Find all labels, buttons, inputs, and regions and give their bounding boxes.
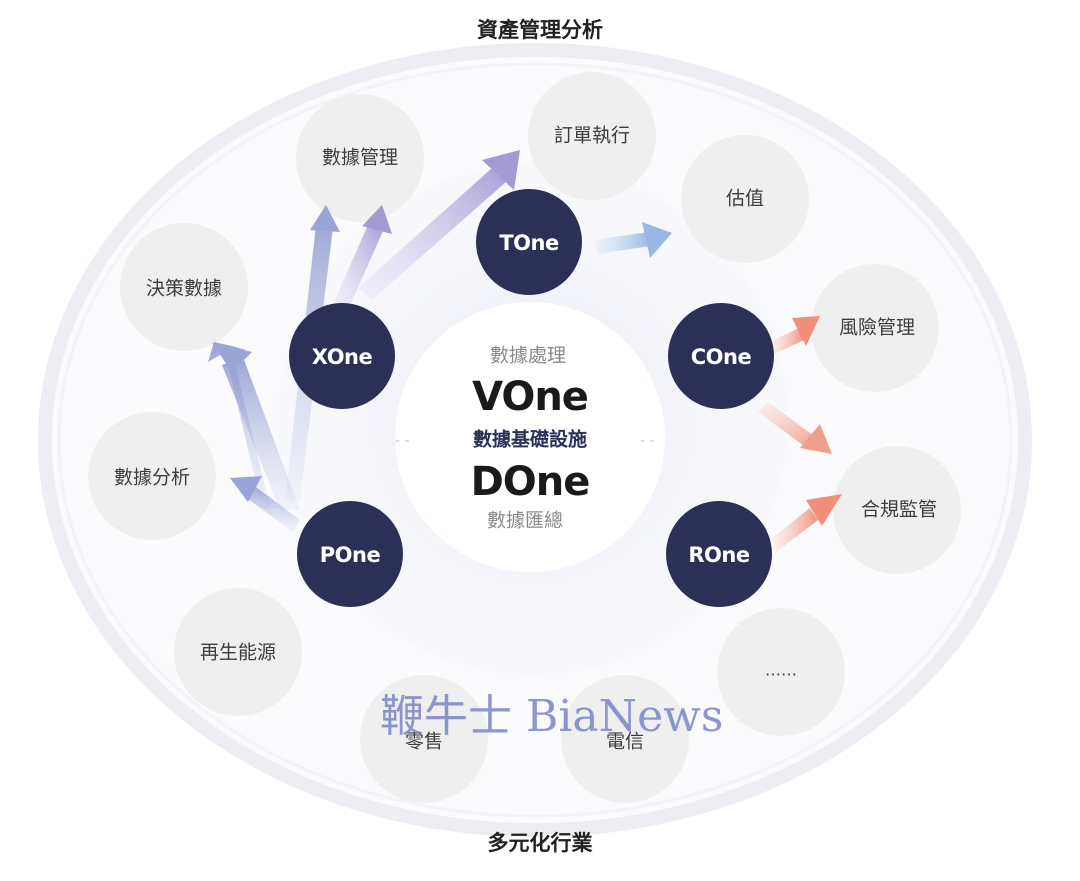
arrow-cone-to-risk-shaft — [770, 328, 804, 354]
arrow-xone-to-mgmt-1-head — [310, 205, 340, 232]
label-renewable-energy: 再生能源 — [199, 641, 277, 664]
label-decision-data: 決策數據 — [145, 277, 223, 300]
label-order-execution: 訂單執行 — [553, 124, 631, 147]
arrow-xone-to-order-shaft — [358, 168, 506, 300]
arrow-cone-to-compliance-shaft — [758, 402, 814, 446]
node-rone-label: ROne — [688, 543, 750, 567]
center-done: DOne — [470, 459, 591, 505]
label-risk-management: 風險管理 — [838, 316, 916, 339]
circle-data-analysis — [88, 412, 216, 540]
arrow-xone-to-mgmt-2-head — [362, 205, 392, 234]
arrow-rone-to-compliance-shaft — [772, 508, 818, 552]
circle-retail — [360, 675, 488, 803]
arrow-pone-to-analysis-head — [230, 476, 262, 502]
label-data-management: 數據管理 — [321, 146, 399, 169]
node-pone-label: POne — [319, 543, 381, 567]
circle-data-management — [296, 94, 424, 222]
arrow-xone-to-mgmt-2-shaft — [333, 225, 383, 310]
arrow-pone-to-decision-shaft — [222, 357, 300, 510]
label-data-analysis: 數據分析 — [113, 466, 191, 489]
center-bottom-sub: 數據匯總 — [486, 509, 564, 532]
node-cone — [668, 303, 774, 409]
label-retail: 零售 — [404, 730, 444, 753]
node-xone — [289, 303, 395, 409]
label-valuation: 估值 — [725, 187, 765, 210]
arrow-cone-to-compliance-head — [800, 424, 832, 454]
center-mid: 數據基礎設施 — [472, 428, 588, 451]
node-cone-label: COne — [690, 345, 752, 369]
label-telecom: 電信 — [605, 730, 645, 753]
node-rone — [666, 501, 772, 607]
node-tone — [476, 189, 582, 295]
node-pone — [297, 501, 403, 607]
label-more: …… — [765, 660, 797, 680]
circle-valuation — [681, 135, 809, 263]
arrow-tone-to-valuation-shaft — [595, 232, 650, 254]
node-tone-label: TOne — [499, 231, 559, 255]
top-title: 資產管理分析 — [477, 18, 603, 42]
label-compliance: 合規監管 — [860, 498, 938, 521]
arrow-cone-to-risk-head — [792, 316, 820, 346]
arrow-rone-to-compliance-head — [806, 494, 842, 526]
center-circle — [395, 302, 665, 572]
circle-decision-data — [120, 223, 248, 351]
svg-text:- -: - - — [640, 433, 655, 449]
node-xone-label: XOne — [311, 345, 373, 369]
arrow-xone-to-order-head — [482, 150, 520, 190]
center-vone: VOne — [472, 374, 589, 420]
arrow-tone-to-valuation-head — [642, 222, 672, 258]
circle-telecom — [561, 675, 689, 803]
svg-text:- -: - - — [395, 433, 410, 449]
watermark-logo: 鞭牛士 BiaNews — [380, 691, 724, 742]
circle-order-execution — [528, 72, 656, 200]
circle-risk-management — [811, 264, 939, 392]
bottom-title: 多元化行業 — [487, 831, 593, 855]
center-top-sub: 數據處理 — [489, 344, 567, 367]
circle-renewable-energy — [174, 588, 302, 716]
circle-compliance — [833, 446, 961, 574]
outer-ring-inner-line — [57, 62, 1013, 818]
arrow-pone-to-analysis-shaft — [244, 484, 300, 532]
circle-more — [717, 608, 845, 736]
arrow-pone-to-decision-head — [212, 343, 252, 372]
